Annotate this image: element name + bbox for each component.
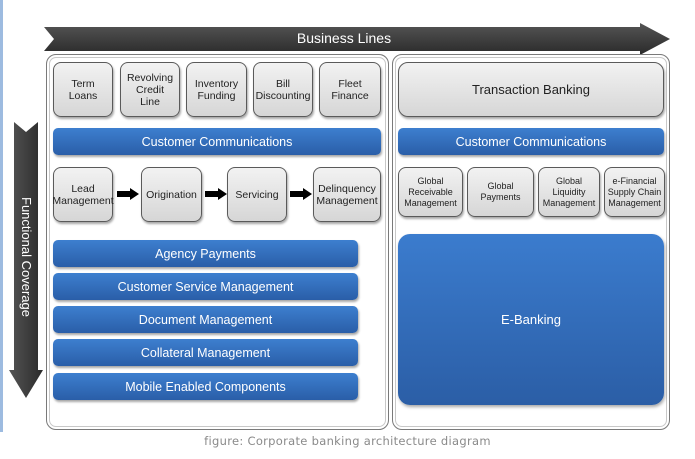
function-collateral-management: Collateral Management — [53, 339, 358, 366]
business-line-fleet-finance: Fleet Finance — [319, 62, 381, 117]
function-agency-payments: Agency Payments — [53, 240, 358, 267]
functional-coverage-label: Functional Coverage — [19, 197, 34, 317]
transaction-banking-title: Transaction Banking — [398, 62, 664, 117]
function-document-management: Document Management — [53, 306, 358, 333]
business-lines-label: Business Lines — [296, 30, 392, 46]
service-global-payments: Global Payments — [467, 167, 534, 217]
lending-customer-communications: Customer Communications — [53, 128, 381, 155]
business-line-revolving-credit: Revolving Credit Line — [120, 62, 180, 117]
function-mobile-enabled-components: Mobile Enabled Components — [53, 373, 358, 400]
business-lines-arrow — [44, 23, 670, 55]
functional-coverage-arrow — [9, 122, 43, 398]
business-line-term-loans: Term Loans — [53, 62, 113, 117]
function-customer-service-management: Customer Service Management — [53, 273, 358, 300]
process-delinquency-management: Delinquency Management — [313, 167, 381, 222]
process-lead-management: Lead Management — [52, 167, 114, 222]
process-origination: Origination — [141, 167, 202, 222]
process-arrow-icon — [117, 188, 139, 200]
business-line-bill-discounting: Bill Discounting — [253, 62, 313, 117]
figure-caption: figure: Corporate banking architecture d… — [204, 434, 491, 448]
left-edge-rule — [0, 0, 3, 432]
business-line-inventory-funding: Inventory Funding — [186, 62, 247, 117]
service-e-financial-supply-chain: e-Financial Supply Chain Management — [604, 167, 665, 217]
process-arrow-icon — [290, 188, 312, 200]
service-global-receivable-management: Global Receivable Management — [398, 167, 463, 217]
e-banking-block: E-Banking — [398, 234, 664, 405]
transaction-customer-communications: Customer Communications — [398, 128, 664, 155]
process-arrow-icon — [205, 188, 227, 200]
process-servicing: Servicing — [227, 167, 287, 222]
service-global-liquidity-management: Global Liquidity Management — [538, 167, 600, 217]
